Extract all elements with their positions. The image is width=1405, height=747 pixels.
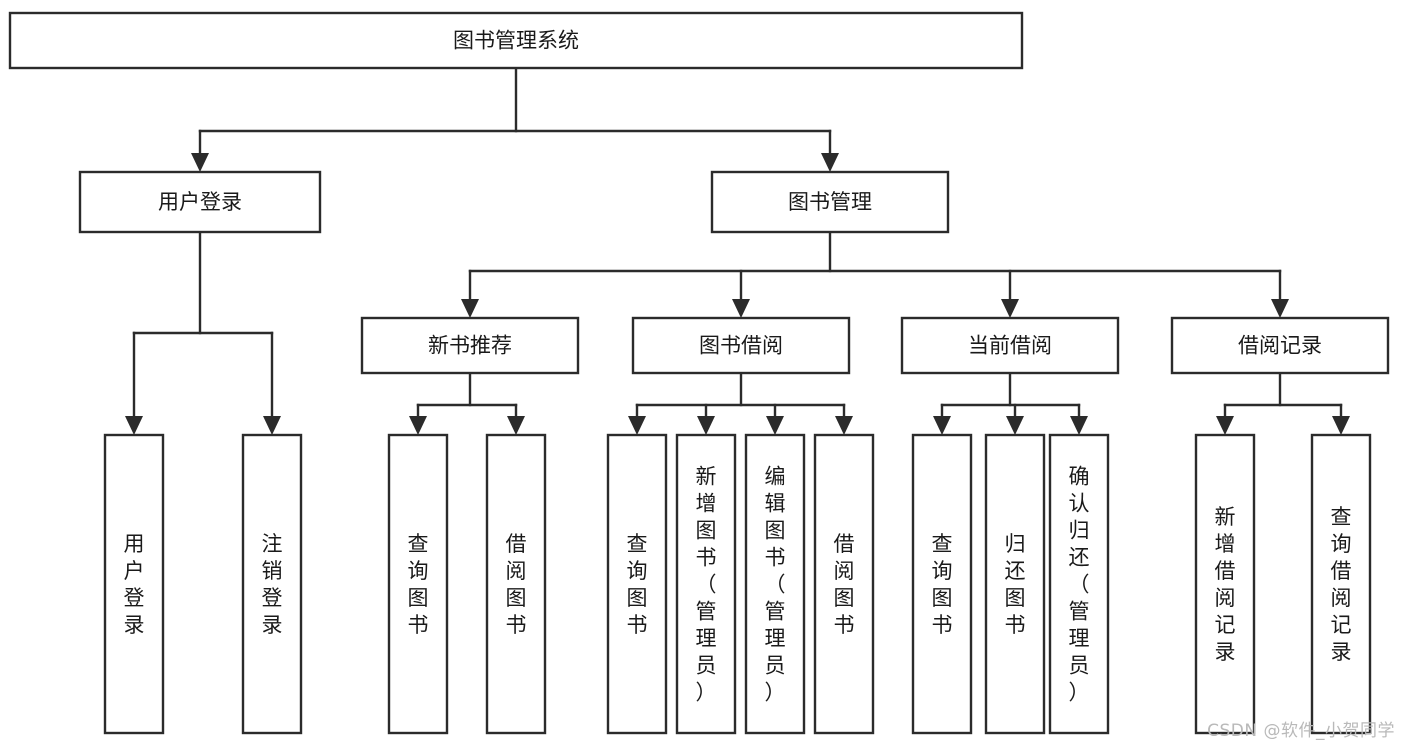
node-box-new-book-recommend xyxy=(360,316,580,375)
node-borrow-record[interactable]: 借阅记录 xyxy=(1170,316,1390,375)
node-box-add-book-admin xyxy=(675,433,737,735)
node-box-query-book-2 xyxy=(606,433,668,735)
node-label-query-borrow-record: 查询借阅记录 xyxy=(1331,505,1352,664)
arrow-head-icon xyxy=(697,416,715,435)
watermark-label: CSDN @软件_小贺同学 xyxy=(1207,721,1395,741)
node-label-query-book-2: 查询图书 xyxy=(627,532,648,637)
arrow-head-icon xyxy=(125,416,143,435)
node-add-book-admin[interactable]: 新增图书（管理员） xyxy=(675,433,737,735)
node-label-user-login: 用户登录 xyxy=(158,190,242,214)
node-label-book-borrow: 图书借阅 xyxy=(699,334,783,358)
arrow-head-icon xyxy=(732,299,750,318)
node-box-confirm-return-admin xyxy=(1048,433,1110,735)
node-label-confirm-return-admin: 确认归还（管理员） xyxy=(1069,465,1090,705)
node-query-book-1[interactable]: 查询图书 xyxy=(387,433,449,735)
node-label-user-logout: 注销登录 xyxy=(262,532,283,637)
node-box-query-book-3 xyxy=(911,433,973,735)
node-book-manage[interactable]: 图书管理 xyxy=(710,170,950,234)
arrow-head-icon xyxy=(1271,299,1289,318)
node-label-root: 图书管理系统 xyxy=(453,29,579,53)
node-box-borrow-book-2 xyxy=(813,433,875,735)
node-confirm-return-admin[interactable]: 确认归还（管理员） xyxy=(1048,433,1110,735)
arrow-head-icon xyxy=(507,416,525,435)
node-box-book-borrow xyxy=(631,316,851,375)
node-label-add-borrow-record: 新增借阅记录 xyxy=(1215,505,1236,664)
node-label-borrow-book-1: 借阅图书 xyxy=(506,532,527,637)
node-label-borrow-book-2: 借阅图书 xyxy=(834,532,855,637)
node-borrow-book-2[interactable]: 借阅图书 xyxy=(813,433,875,735)
node-label-edit-book-admin: 编辑图书（管理员） xyxy=(765,465,786,705)
arrow-head-icon xyxy=(1216,416,1234,435)
arrow-head-icon xyxy=(933,416,951,435)
node-add-borrow-record[interactable]: 新增借阅记录 xyxy=(1194,433,1256,735)
node-box-user-logout xyxy=(241,433,303,735)
node-query-borrow-record[interactable]: 查询借阅记录 xyxy=(1310,433,1372,735)
node-current-borrow[interactable]: 当前借阅 xyxy=(900,316,1120,375)
node-user-logout[interactable]: 注销登录 xyxy=(241,433,303,735)
node-box-user-login xyxy=(78,170,322,234)
node-query-book-3[interactable]: 查询图书 xyxy=(911,433,973,735)
connector-layer xyxy=(125,66,1350,435)
node-borrow-book-1[interactable]: 借阅图书 xyxy=(485,433,547,735)
node-box-borrow-book-1 xyxy=(485,433,547,735)
node-new-book-recommend[interactable]: 新书推荐 xyxy=(360,316,580,375)
node-label-borrow-record: 借阅记录 xyxy=(1238,334,1322,358)
node-box-query-book-1 xyxy=(387,433,449,735)
arrow-head-icon xyxy=(835,416,853,435)
node-label-return-book: 归还图书 xyxy=(1005,532,1026,637)
arrow-head-icon xyxy=(409,416,427,435)
node-label-query-book-1: 查询图书 xyxy=(408,532,429,637)
arrow-head-icon xyxy=(191,153,209,172)
node-label-user-login-do: 用户登录 xyxy=(124,532,145,637)
arrow-head-icon xyxy=(1070,416,1088,435)
node-root[interactable]: 图书管理系统 xyxy=(8,11,1024,70)
arrow-head-icon xyxy=(766,416,784,435)
node-box-borrow-record xyxy=(1170,316,1390,375)
node-box-user-login-do xyxy=(103,433,165,735)
node-label-add-book-admin: 新增图书（管理员） xyxy=(696,465,717,705)
node-book-borrow[interactable]: 图书借阅 xyxy=(631,316,851,375)
node-layer: 图书管理系统用户登录图书管理用户登录注销登录新书推荐图书借阅当前借阅借阅记录查询… xyxy=(8,11,1390,735)
arrow-head-icon xyxy=(1001,299,1019,318)
node-label-new-book-recommend: 新书推荐 xyxy=(428,334,512,358)
node-return-book[interactable]: 归还图书 xyxy=(984,433,1046,735)
node-box-return-book xyxy=(984,433,1046,735)
node-edit-book-admin[interactable]: 编辑图书（管理员） xyxy=(744,433,806,735)
arrow-head-icon xyxy=(1006,416,1024,435)
arrow-head-icon xyxy=(821,153,839,172)
node-query-book-2[interactable]: 查询图书 xyxy=(606,433,668,735)
node-box-query-borrow-record xyxy=(1310,433,1372,735)
node-label-book-manage: 图书管理 xyxy=(788,190,872,214)
node-user-login[interactable]: 用户登录 xyxy=(78,170,322,234)
node-box-edit-book-admin xyxy=(744,433,806,735)
node-box-current-borrow xyxy=(900,316,1120,375)
arrow-head-icon xyxy=(461,299,479,318)
node-user-login-do[interactable]: 用户登录 xyxy=(103,433,165,735)
node-box-add-borrow-record xyxy=(1194,433,1256,735)
arrow-head-icon xyxy=(263,416,281,435)
node-box-root xyxy=(8,11,1024,70)
arrow-head-icon xyxy=(628,416,646,435)
node-label-current-borrow: 当前借阅 xyxy=(968,334,1052,358)
node-label-query-book-3: 查询图书 xyxy=(932,532,953,637)
arrow-head-icon xyxy=(1332,416,1350,435)
node-box-book-manage xyxy=(710,170,950,234)
